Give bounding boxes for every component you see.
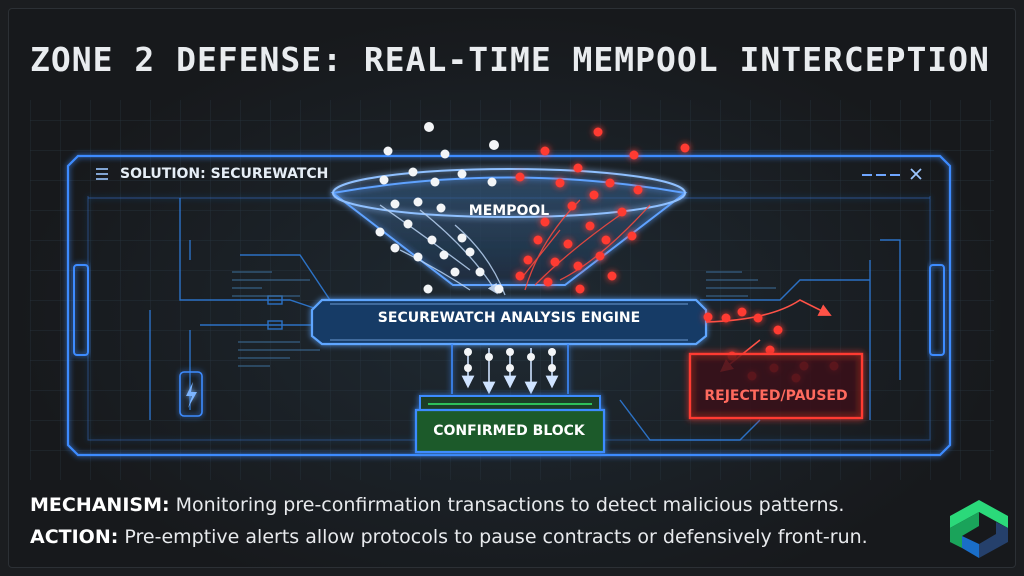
left-side-connector	[73, 264, 89, 356]
action-key: ACTION:	[30, 526, 119, 548]
solution-label: SOLUTION: SECUREWATCH	[120, 166, 329, 182]
circuit-traces-left	[149, 198, 331, 420]
circuit-traces-right	[619, 239, 901, 441]
mempool-label: MEMPOOL	[468, 203, 550, 219]
slide-title: ZONE 2 DEFENSE: REAL-TIME MEMPOOL INTERC…	[30, 40, 990, 79]
confirmed-block-label: CONFIRMED BLOCK	[433, 423, 585, 439]
log-text-lines	[232, 271, 776, 367]
mechanism-line: MECHANISM: Monitoring pre-confirmation t…	[30, 494, 844, 516]
hud-menu-icon[interactable]	[96, 168, 108, 180]
analysis-engine-label: SECUREWATCH ANALYSIS ENGINE	[377, 310, 641, 326]
power-bolt-icon	[179, 371, 203, 417]
output-chute	[451, 344, 569, 394]
brand-logo-icon	[950, 500, 1008, 558]
action-text: Pre-emptive alerts allow protocols to pa…	[118, 526, 868, 548]
benign-transactions	[375, 122, 504, 294]
window-close-icon[interactable]	[910, 168, 922, 180]
malicious-transactions	[515, 127, 690, 294]
action-line: ACTION: Pre-emptive alerts allow protoco…	[30, 526, 868, 548]
right-side-connector	[929, 264, 945, 356]
mechanism-text: Monitoring pre-confirmation transactions…	[169, 494, 845, 516]
rejected-paused-label: REJECTED/PAUSED	[704, 388, 848, 404]
mechanism-key: MECHANISM:	[30, 494, 170, 516]
confirmed-block-box	[414, 395, 606, 454]
rejected-paused-box	[688, 352, 864, 420]
analysis-engine-box	[310, 298, 708, 346]
output-transactions	[464, 348, 556, 372]
